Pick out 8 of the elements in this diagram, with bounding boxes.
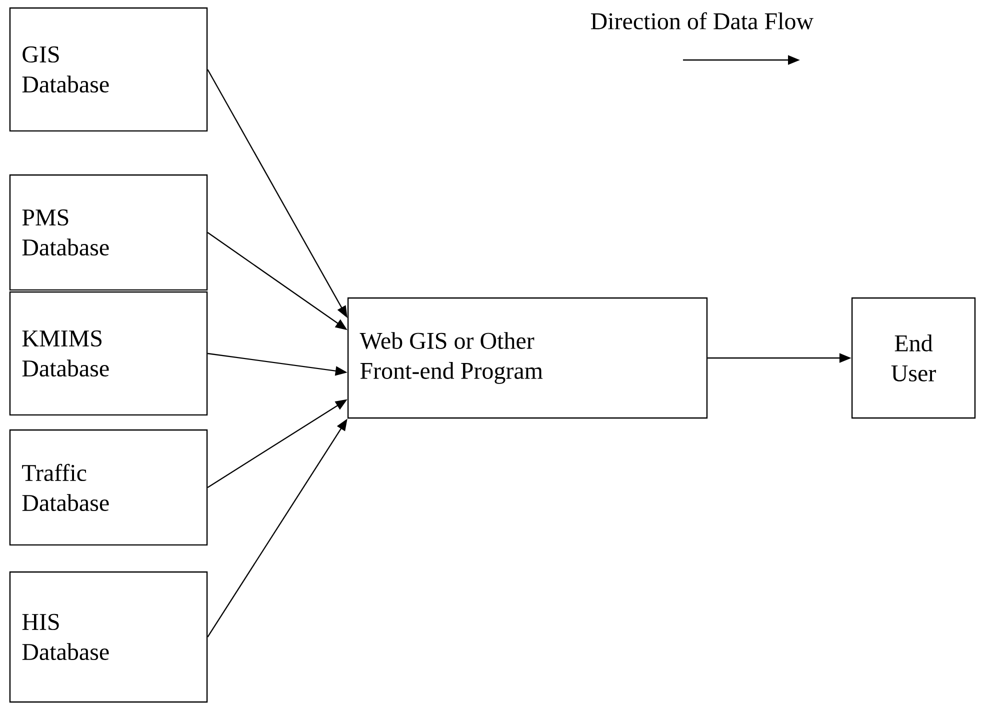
process-box: GIS Database bbox=[9, 7, 208, 132]
process-box: Web GIS or Other Front-end Program bbox=[347, 297, 708, 419]
process-box: Traffic Database bbox=[9, 429, 208, 546]
process-box: KMIMS Database bbox=[9, 291, 208, 416]
legend-text: Direction of Data Flow bbox=[590, 12, 814, 30]
process-box: PMS Database bbox=[9, 174, 208, 291]
process-box: End User bbox=[851, 297, 976, 419]
process-box: HIS Database bbox=[9, 571, 208, 703]
